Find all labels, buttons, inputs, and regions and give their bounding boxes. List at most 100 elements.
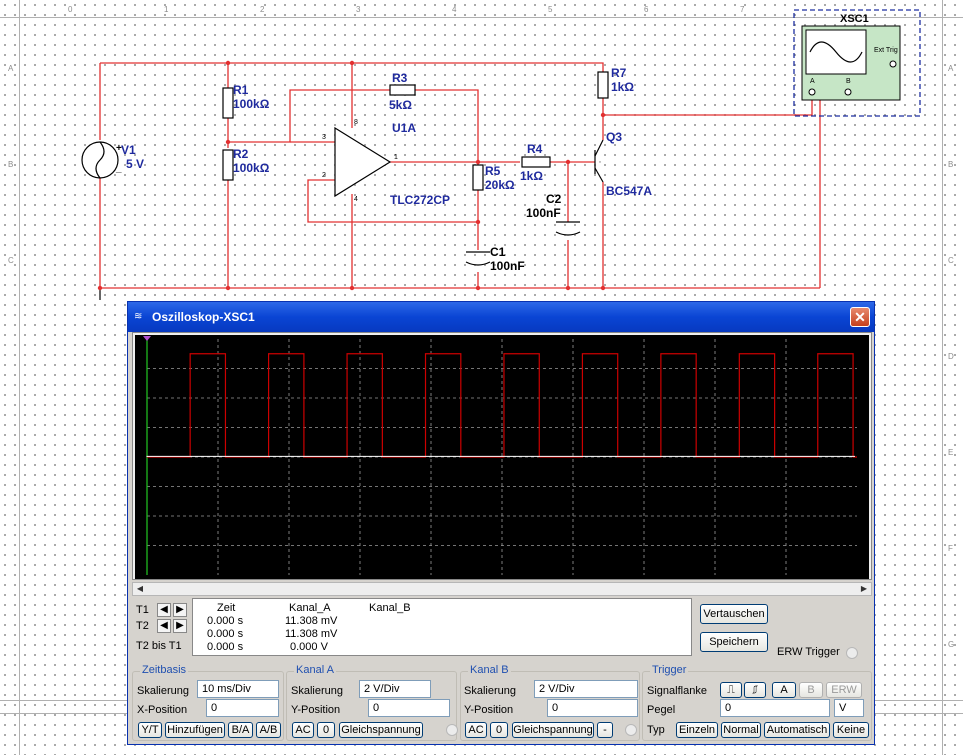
- kanal-a-ypos-input[interactable]: 0: [368, 699, 450, 717]
- row1-zeit: 0.000 s: [207, 615, 243, 627]
- r4-value: 1kΩ: [520, 169, 543, 183]
- pegel-input[interactable]: 0: [720, 699, 830, 717]
- add-button[interactable]: Hinzufügen: [165, 722, 225, 738]
- r4-ref[interactable]: R4: [527, 142, 542, 156]
- header-kanal-b: Kanal_B: [369, 602, 411, 614]
- q3-part: BC547A: [606, 184, 652, 198]
- r3-ref[interactable]: R3: [392, 71, 407, 85]
- v1-value: 5 V: [126, 157, 144, 171]
- save-button[interactable]: Speichern: [700, 632, 768, 652]
- scroll-left-icon[interactable]: ◀: [133, 583, 147, 595]
- zeitbasis-xpos-input[interactable]: 0: [206, 699, 279, 717]
- kanal-b-skalierung-label: Skalierung: [464, 685, 516, 697]
- typ-single-button[interactable]: Einzeln: [676, 722, 718, 738]
- trigger-source-a-button[interactable]: A: [772, 682, 796, 698]
- close-button[interactable]: ✕: [850, 307, 870, 327]
- row2-zeit: 0.000 s: [207, 628, 243, 640]
- erw-trigger-label: ERW Trigger: [777, 646, 840, 658]
- zeitbasis-skalierung-label: Skalierung: [137, 685, 189, 697]
- r7-value: 1kΩ: [611, 80, 634, 94]
- header-zeit: Zeit: [217, 602, 235, 614]
- typ-auto-button[interactable]: Automatisch: [764, 722, 830, 738]
- kanal-a-zero-button[interactable]: 0: [317, 722, 335, 738]
- cursor-t1-marker-icon: [143, 336, 151, 341]
- row1-kanal-a: 11.308 mV: [285, 615, 337, 627]
- t2-label: T2: [136, 620, 149, 632]
- r1-ref[interactable]: R1: [233, 83, 248, 97]
- falling-edge-icon[interactable]: ⎎: [744, 682, 766, 698]
- zeitbasis-xpos-label: X-Position: [137, 704, 187, 716]
- ruler-row-e-right: E: [948, 448, 953, 457]
- kanal-b-zero-button[interactable]: 0: [490, 722, 508, 738]
- zeitbasis-title: Zeitbasis: [140, 664, 188, 676]
- r1-value: 100kΩ: [233, 97, 269, 111]
- xsc1-ext-trig: Ext Trig: [874, 47, 898, 54]
- kanal-a-dc-button[interactable]: Gleichspannung: [339, 722, 423, 738]
- oscilloscope-app-icon: ≋: [134, 311, 148, 323]
- v1-plus: +: [116, 143, 122, 154]
- t1-left-arrow-icon[interactable]: ◀: [157, 603, 171, 617]
- scope-screen-frame: [132, 332, 872, 580]
- erw-trigger-radio[interactable]: [846, 647, 858, 659]
- horizontal-scrollbar[interactable]: ◀ ▶: [132, 582, 872, 596]
- r3-value: 5kΩ: [389, 98, 412, 112]
- q3-ref[interactable]: Q3: [606, 130, 622, 144]
- kanal-a-title: Kanal A: [294, 664, 336, 676]
- window-title: Oszilloskop-XSC1: [152, 310, 255, 324]
- r5-ref[interactable]: R5: [485, 164, 500, 178]
- xsc1-channel-b: B: [846, 78, 851, 85]
- kanal-b-minus-button[interactable]: -: [597, 722, 613, 738]
- zeitbasis-skalierung-input[interactable]: 10 ms/Div: [197, 680, 279, 698]
- t2-left-arrow-icon[interactable]: ◀: [157, 619, 171, 633]
- cursor-readout-area: T1 ◀ ▶ T2 ◀ ▶ T2 bis T1 Zeit Kanal_A Kan…: [132, 598, 872, 658]
- t1-right-arrow-icon[interactable]: ▶: [173, 603, 187, 617]
- oscilloscope-window[interactable]: ≋ Oszilloskop-XSC1 ✕ ◀ ▶ T1 ◀ ▶ T2 ◀ ▶ T…: [127, 301, 875, 745]
- r2-ref[interactable]: R2: [233, 147, 248, 161]
- trigger-source-ext-button[interactable]: ERW: [826, 682, 862, 698]
- kanal-b-ypos-label: Y-Position: [464, 704, 513, 716]
- signalflanke-label: Signalflanke: [647, 685, 707, 697]
- c2-ref[interactable]: C2: [546, 192, 561, 206]
- pegel-unit[interactable]: V: [834, 699, 864, 717]
- opamp-pin-1: 1: [394, 154, 398, 161]
- ab-button[interactable]: A/B: [256, 722, 281, 738]
- v1-minus: _: [116, 163, 122, 174]
- c1-ref[interactable]: C1: [490, 245, 505, 259]
- row2-kanal-a: 11.308 mV: [285, 628, 337, 640]
- ruler-row-d-right: D: [948, 352, 954, 361]
- opamp-pin-4: 4: [354, 196, 358, 203]
- oscilloscope-titlebar[interactable]: ≋ Oszilloskop-XSC1 ✕: [128, 302, 874, 332]
- trigger-title: Trigger: [650, 664, 688, 676]
- scroll-right-icon[interactable]: ▶: [857, 583, 871, 595]
- swap-button[interactable]: Vertauschen: [700, 604, 768, 624]
- ba-button[interactable]: B/A: [228, 722, 253, 738]
- header-kanal-a: Kanal_A: [289, 602, 331, 614]
- kanal-a-skalierung-input[interactable]: 2 V/Div: [359, 680, 431, 698]
- kanal-b-radio[interactable]: [625, 724, 637, 736]
- r5-value: 20kΩ: [485, 178, 515, 192]
- kanal-a-ypos-label: Y-Position: [291, 704, 340, 716]
- kanal-b-ac-button[interactable]: AC: [465, 722, 487, 738]
- t2-right-arrow-icon[interactable]: ▶: [173, 619, 187, 633]
- t2-t1-label: T2 bis T1: [136, 640, 182, 652]
- opamp-pin-8: 8: [354, 119, 358, 126]
- kanal-b-skalierung-input[interactable]: 2 V/Div: [534, 680, 638, 698]
- ruler-row-f-right: F: [948, 544, 953, 553]
- pegel-label: Pegel: [647, 704, 675, 716]
- yt-button[interactable]: Y/T: [138, 722, 162, 738]
- opamp-ref[interactable]: U1A: [392, 121, 416, 135]
- xsc1-ref[interactable]: XSC1: [840, 13, 869, 25]
- c2-value: 100nF: [526, 206, 561, 220]
- typ-normal-button[interactable]: Normal: [721, 722, 761, 738]
- kanal-a-radio[interactable]: [446, 724, 458, 736]
- kanal-b-ypos-input[interactable]: 0: [547, 699, 638, 717]
- trigger-source-b-button[interactable]: B: [799, 682, 823, 698]
- typ-none-button[interactable]: Keine: [833, 722, 869, 738]
- typ-label: Typ: [647, 724, 665, 736]
- r7-ref[interactable]: R7: [611, 66, 626, 80]
- kanal-a-ac-button[interactable]: AC: [292, 722, 314, 738]
- rising-edge-icon[interactable]: ⎍: [720, 682, 742, 698]
- scope-screen[interactable]: [135, 335, 869, 579]
- row3-kanal-a: 0.000 V: [290, 641, 328, 653]
- kanal-b-dc-button[interactable]: Gleichspannung: [512, 722, 594, 738]
